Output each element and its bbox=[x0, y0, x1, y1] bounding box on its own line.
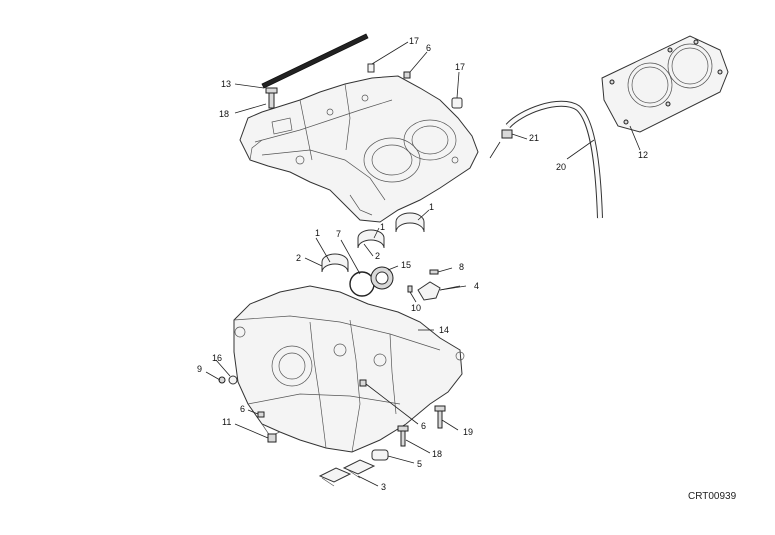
callout-21: 21 bbox=[529, 133, 539, 143]
plug-6-lower-left bbox=[257, 411, 265, 418]
bolt-19 bbox=[434, 405, 446, 429]
bolt-18-lower bbox=[397, 425, 409, 447]
callout-17-right: 17 bbox=[455, 62, 465, 72]
callout-3: 3 bbox=[381, 482, 386, 492]
lower-crankcase-half bbox=[233, 285, 465, 453]
callout-9: 9 bbox=[197, 364, 202, 374]
oring-5 bbox=[371, 449, 389, 461]
screw-8 bbox=[429, 269, 439, 275]
bearing-shell-1-left bbox=[321, 253, 349, 273]
oil-seal-15 bbox=[370, 266, 394, 290]
callout-12: 12 bbox=[638, 150, 648, 160]
plug-6-lower-right bbox=[359, 379, 367, 387]
bushing-17-right bbox=[451, 97, 463, 109]
bolt-18-upper bbox=[265, 87, 278, 109]
callout-2-left: 2 bbox=[296, 253, 301, 263]
callout-5: 5 bbox=[417, 459, 422, 469]
callout-6-lower-right: 6 bbox=[421, 421, 426, 431]
callout-11: 11 bbox=[222, 417, 231, 427]
strainer-3 bbox=[318, 459, 376, 487]
callout-17-top: 17 bbox=[409, 36, 419, 46]
callout-13: 13 bbox=[221, 79, 231, 89]
callout-18-upper: 18 bbox=[219, 109, 229, 119]
circlip-7 bbox=[349, 271, 375, 297]
callout-6-upper: 6 bbox=[426, 43, 431, 53]
fitting-21 bbox=[489, 129, 513, 159]
oil-gallery-strip bbox=[261, 33, 369, 89]
callout-16: 16 bbox=[212, 353, 222, 363]
head-gasket-12 bbox=[601, 35, 729, 133]
callout-8: 8 bbox=[459, 262, 464, 272]
bearing-shell-1-top bbox=[395, 212, 425, 233]
callout-15: 15 bbox=[401, 260, 411, 270]
callout-6-lower-left: 6 bbox=[240, 404, 245, 414]
callout-7: 7 bbox=[336, 229, 341, 239]
plug-6-upper bbox=[403, 71, 411, 79]
sensor-4 bbox=[417, 281, 461, 301]
drain-plug-11 bbox=[267, 433, 277, 443]
callout-4: 4 bbox=[474, 281, 479, 291]
callout-14: 14 bbox=[439, 325, 449, 335]
callout-labels: 13 18 17 6 17 21 20 12 1 1 1 2 2 7 15 8 … bbox=[197, 36, 648, 492]
plug-9-washer-16 bbox=[218, 375, 238, 385]
pin-10 bbox=[407, 285, 413, 293]
callout-19: 19 bbox=[463, 427, 473, 437]
callout-1-mid: 1 bbox=[380, 222, 385, 232]
callout-18-lower: 18 bbox=[432, 449, 442, 459]
callout-1-left: 1 bbox=[315, 228, 320, 238]
callout-1-top: 1 bbox=[429, 202, 434, 212]
hose-20-inner bbox=[506, 101, 602, 219]
leader-lines bbox=[205, 41, 641, 487]
dowel-17-upper bbox=[367, 63, 375, 73]
upper-crankcase-half bbox=[239, 75, 479, 223]
diagram-code: CRT00939 bbox=[688, 491, 737, 502]
callout-20: 20 bbox=[556, 162, 566, 172]
callout-2-mid: 2 bbox=[375, 251, 380, 261]
bearing-shell-1-mid bbox=[357, 229, 385, 249]
callout-10: 10 bbox=[411, 303, 421, 313]
